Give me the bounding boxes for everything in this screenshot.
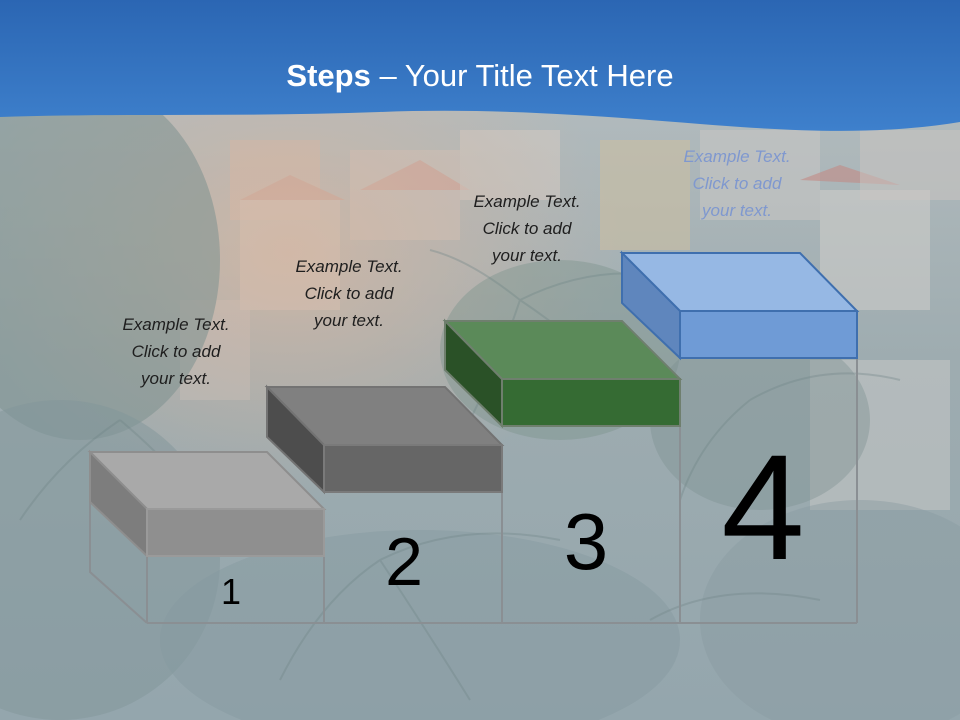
caption-line: Example Text. — [683, 147, 791, 166]
step-4-block[interactable] — [619, 250, 860, 361]
header-band — [0, 0, 960, 131]
caption-line: Example Text. — [473, 192, 581, 211]
caption-line: Example Text. — [295, 257, 403, 276]
title-rest-part: – Your Title Text Here — [370, 58, 674, 93]
caption-line: your text. — [492, 246, 562, 265]
step-1-caption[interactable]: Example Text. Click to add your text. — [91, 311, 261, 392]
step-2-number: 2 — [385, 524, 423, 600]
step-3-block[interactable] — [442, 318, 683, 429]
step-1-block[interactable] — [87, 449, 327, 559]
step-3-number: 3 — [564, 497, 609, 586]
step-2-caption[interactable]: Example Text. Click to add your text. — [264, 253, 434, 334]
slide-title[interactable]: Steps – Your Title Text Here — [0, 56, 960, 96]
caption-line: your text. — [702, 201, 772, 220]
caption-line: your text. — [141, 369, 211, 388]
step-2-block[interactable] — [264, 384, 505, 495]
title-bold-part: Steps — [286, 58, 371, 93]
step-1-number: 1 — [221, 571, 241, 612]
caption-line: Click to add — [304, 284, 394, 303]
caption-line: your text. — [314, 311, 384, 330]
step-4-number: 4 — [721, 423, 804, 591]
caption-line: Click to add — [131, 342, 221, 361]
caption-line: Click to add — [692, 174, 782, 193]
step-3-caption[interactable]: Example Text. Click to add your text. — [442, 188, 612, 269]
caption-line: Example Text. — [122, 315, 230, 334]
caption-line: Click to add — [482, 219, 572, 238]
step-4-caption[interactable]: Example Text. Click to add your text. — [652, 143, 822, 224]
